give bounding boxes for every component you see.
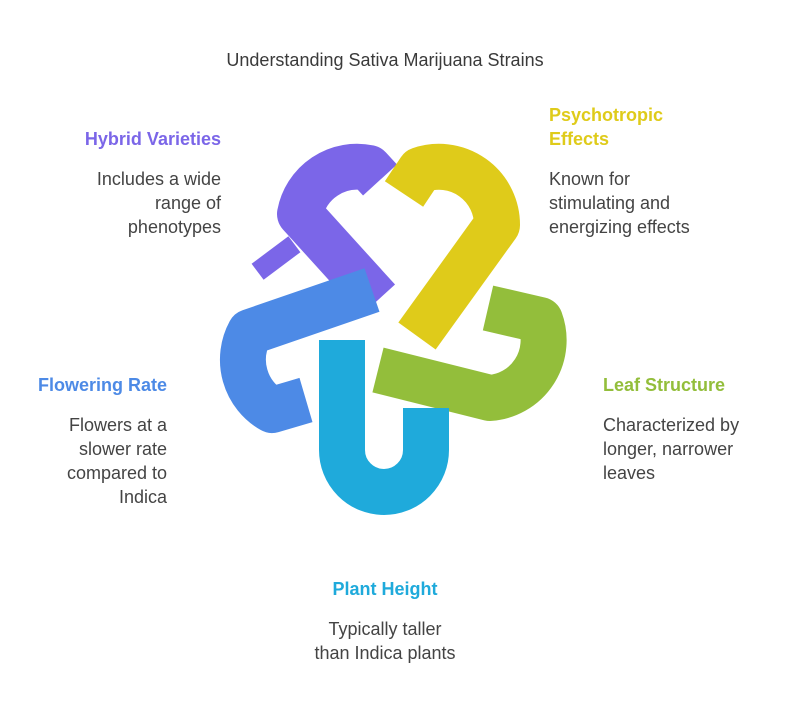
- item-flowering-rate: Flowering Rate Flowers at a slower rate …: [10, 373, 167, 509]
- loop-segment-purple-arm: [251, 236, 301, 280]
- item-hybrid-varieties: Hybrid Varieties Includes a wide range o…: [40, 127, 221, 239]
- item-heading: Plant Height: [332, 579, 438, 599]
- diagram-title: Understanding Sativa Marijuana Strains: [226, 50, 544, 70]
- desc-line: phenotypes: [127, 217, 221, 237]
- heading-line: Psychotropic: [549, 105, 664, 125]
- loop-segment-blue: [219, 268, 380, 433]
- desc-line: Typically taller: [328, 619, 442, 639]
- loop-segment-green: [372, 285, 567, 421]
- item-heading: Psychotropic Effects: [549, 103, 749, 151]
- loop-segment-cyan: [319, 340, 449, 515]
- loop-segment-purple: [277, 143, 397, 316]
- desc-line: stimulating and: [549, 193, 671, 213]
- item-plant-height: Plant Height Typically taller than Indic…: [275, 577, 495, 665]
- desc-line: energizing effects: [549, 217, 690, 237]
- item-description: Characterized by longer, narrower leaves: [603, 413, 783, 485]
- desc-line: compared to: [66, 463, 167, 483]
- desc-line: Characterized by: [603, 415, 740, 435]
- item-heading: Hybrid Varieties: [84, 129, 221, 149]
- desc-line: Indica: [118, 487, 167, 507]
- loop-segment-yellow: [384, 143, 521, 350]
- item-heading: Flowering Rate: [37, 375, 167, 395]
- item-psychotropic-effects: Psychotropic Effects Known for stimulati…: [549, 103, 749, 239]
- desc-line: Includes a wide: [96, 169, 221, 189]
- heading-line: Effects: [549, 129, 610, 149]
- desc-line: longer, narrower: [603, 439, 734, 459]
- item-description: Typically taller than Indica plants: [275, 617, 495, 665]
- item-description: Flowers at a slower rate compared to Ind…: [10, 413, 167, 509]
- desc-line: slower rate: [78, 439, 167, 459]
- desc-line: Known for: [549, 169, 631, 189]
- desc-line: range of: [154, 193, 221, 213]
- desc-line: Flowers at a: [68, 415, 167, 435]
- desc-line: leaves: [603, 463, 656, 483]
- item-description: Includes a wide range of phenotypes: [40, 167, 221, 239]
- desc-line: than Indica plants: [314, 643, 456, 663]
- item-heading: Leaf Structure: [603, 375, 726, 395]
- item-description: Known for stimulating and energizing eff…: [549, 167, 749, 239]
- item-leaf-structure: Leaf Structure Characterized by longer, …: [603, 373, 783, 485]
